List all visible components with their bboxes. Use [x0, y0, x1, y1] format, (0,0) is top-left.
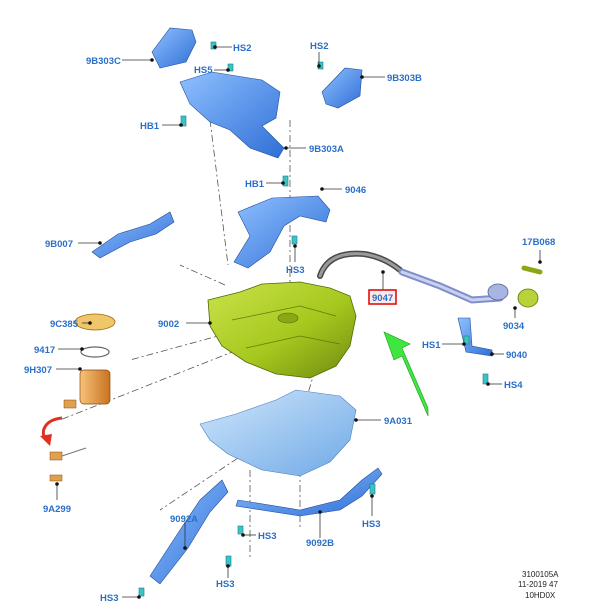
bracket-9046 [233, 195, 331, 269]
fuel-pump-assembly [49, 313, 116, 482]
bolt-icon [138, 587, 145, 597]
label-hs5: HS5 [194, 65, 213, 76]
label-hs1: HS1 [422, 340, 441, 351]
bolt-icon [210, 41, 217, 50]
label-17b068: 17B068 [522, 237, 555, 248]
label-9047: 9047 [372, 293, 393, 304]
label-9a031: 9A031 [384, 416, 413, 427]
label-hs3: HS3 [362, 519, 380, 530]
cap-tether-17b068 [521, 265, 543, 275]
strap-9092b [235, 467, 383, 517]
highlight-box-9047 [368, 289, 397, 305]
bolt-icon [237, 525, 244, 535]
reference-date: 11-2019 47 [518, 580, 558, 589]
label-9046: 9046 [345, 185, 366, 196]
leader-lines [55, 45, 542, 599]
bracket-9040 [457, 317, 493, 357]
green-arrow-icon [383, 331, 429, 417]
label-9b303a: 9B303A [309, 144, 344, 155]
label-hs3: HS3 [216, 579, 234, 590]
label-9034: 9034 [503, 321, 525, 332]
label-9b303b: 9B303B [387, 73, 422, 84]
bolt-icon [482, 373, 489, 385]
label-9h307: 9H307 [24, 365, 52, 376]
label-hs2: HS2 [310, 41, 328, 52]
label-hs2: HS2 [233, 43, 251, 54]
bracket-9b303b [321, 67, 363, 109]
label-hs3: HS3 [100, 593, 118, 602]
bolt-icon [369, 483, 376, 495]
fuel-tank-9002 [207, 281, 357, 379]
label-9b303c: 9B303C [86, 56, 121, 67]
label-9092b: 9092B [306, 538, 334, 549]
label-9b007: 9B007 [45, 239, 73, 250]
reference-block: 3100105A 11-2019 47 10HD0X [518, 570, 559, 600]
label-hb1: HB1 [140, 121, 160, 132]
heat-shield-9b007 [91, 211, 175, 259]
part-labels: 9B303C HS2 HS2 HS5 9B303B HB1 9B303A HB1… [24, 41, 555, 602]
bolt-icon [227, 63, 234, 72]
bracket-9b303c [151, 27, 197, 69]
filler-neck-9034 [398, 268, 509, 304]
bolt-icon [463, 335, 470, 345]
reference-model: 10HD0X [525, 591, 556, 600]
label-hs3: HS3 [258, 531, 276, 542]
filler-hose-9047 [317, 250, 403, 279]
label-hb1: HB1 [245, 179, 265, 190]
label-9092a: 9092A [170, 514, 198, 525]
strap-9092a [149, 479, 229, 585]
bolt-icon [291, 235, 298, 245]
fuel-cap [517, 288, 539, 308]
label-9002: 9002 [158, 319, 179, 330]
label-hs3: HS3 [286, 265, 304, 276]
label-9417: 9417 [34, 345, 55, 356]
label-9040: 9040 [506, 350, 527, 361]
bracket-9b303a [179, 71, 285, 159]
tank-shield-9a031 [199, 389, 357, 477]
label-9c385: 9C385 [50, 319, 79, 330]
red-arrow-head-icon [40, 434, 52, 446]
reference-code: 3100105A [522, 570, 559, 579]
label-9a299: 9A299 [43, 504, 71, 515]
bolt-icon [180, 115, 187, 127]
label-hs4: HS4 [504, 380, 523, 391]
bolt-icon [282, 175, 289, 187]
